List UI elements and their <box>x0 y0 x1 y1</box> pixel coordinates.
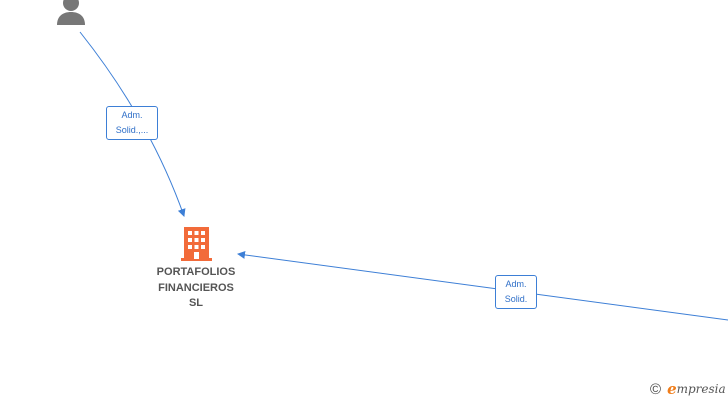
edge-external-to-company <box>237 250 728 321</box>
edge-label-role[interactable]: Adm. Solid. <box>495 275 537 309</box>
company-name-line-1: PORTAFOLIOS <box>156 266 236 278</box>
company-name-line-3: SL <box>188 297 204 309</box>
copyright-icon: © <box>650 380 662 398</box>
company-name-line-2: FINANCIEROS <box>158 281 234 294</box>
brand-name: mpresia <box>676 382 726 396</box>
edge-label-line-2: Solid. <box>504 294 528 304</box>
empresia-watermark: © e mpresia <box>650 379 726 399</box>
edge-label-line-1: Adm. <box>505 279 527 289</box>
company-name[interactable]: PORTAFOLIOS FINANCIEROS SL <box>136 265 256 312</box>
edge-label-line-1: Adm. <box>121 110 143 120</box>
brand-initial: e <box>667 380 677 398</box>
person-icon[interactable] <box>54 0 88 26</box>
edge-label-role[interactable]: Adm. Solid.,... <box>106 106 158 140</box>
building-icon[interactable] <box>180 226 213 261</box>
edge-label-line-2: Solid.,... <box>115 125 149 135</box>
